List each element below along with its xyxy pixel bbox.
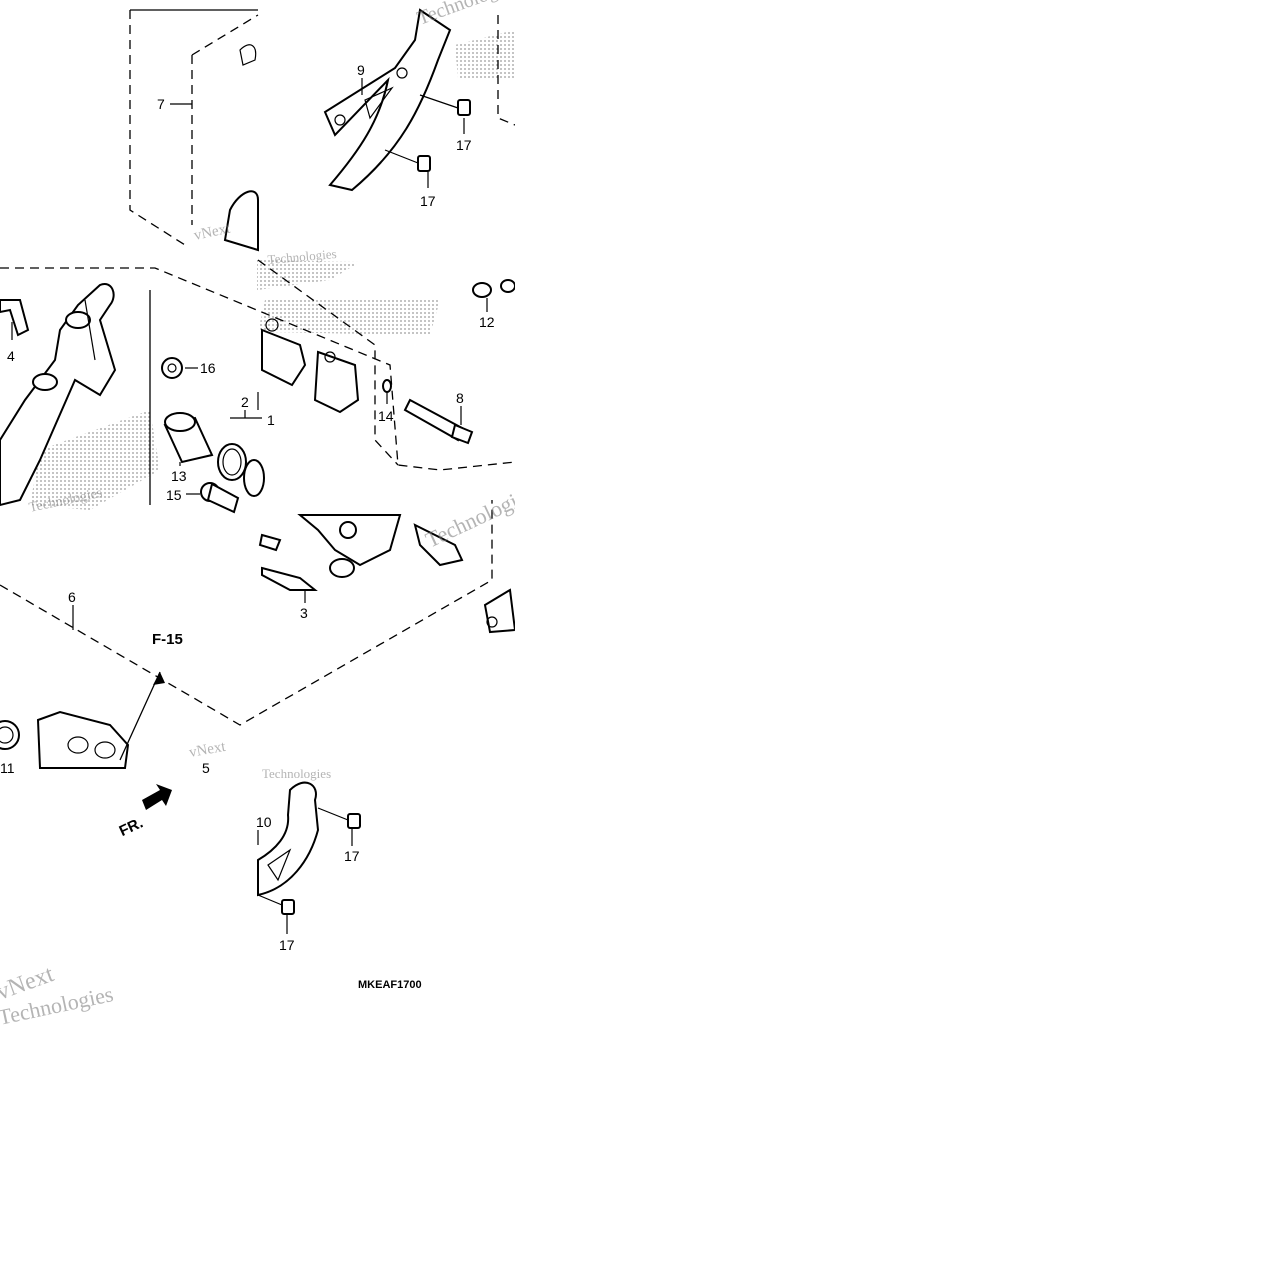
part-16-boot bbox=[161, 357, 183, 379]
part-15-pin bbox=[200, 482, 240, 514]
caliper-bracket bbox=[0, 283, 117, 507]
callout-15: 15 bbox=[166, 487, 182, 503]
watermark-line2: Technologies bbox=[267, 246, 337, 267]
front-label: FR. bbox=[117, 814, 146, 840]
callout-9: 9 bbox=[357, 62, 365, 78]
callout-17-lower-b: 17 bbox=[279, 937, 295, 953]
callout-2: 2 bbox=[241, 394, 249, 410]
caliper-body bbox=[258, 514, 464, 578]
callout-3: 3 bbox=[300, 605, 308, 621]
callout-13: 13 bbox=[171, 468, 187, 484]
part-11-seal bbox=[0, 720, 20, 750]
front-direction-arrow bbox=[142, 784, 172, 810]
callout-4: 4 bbox=[7, 348, 15, 364]
callout-14: 14 bbox=[378, 408, 394, 424]
bolt-17-mid bbox=[384, 149, 431, 172]
callout-8: 8 bbox=[456, 390, 464, 406]
watermark-line5: Technologies bbox=[422, 480, 539, 552]
part-2-seal bbox=[217, 443, 265, 497]
diagram-code: MKEAF1700 bbox=[358, 979, 422, 991]
part-3-pad-spring bbox=[261, 566, 318, 591]
leader-lines bbox=[11, 78, 488, 934]
dotted-logo-left bbox=[30, 410, 160, 510]
callout-17-mid: 17 bbox=[420, 193, 436, 209]
part-1-brake-pads bbox=[261, 318, 360, 414]
dotted-logo-top bbox=[257, 30, 515, 335]
part-14-washer bbox=[382, 379, 392, 393]
part-8-pad-pin bbox=[403, 398, 474, 445]
part-5-caliper-assembly bbox=[36, 710, 130, 769]
caliper-fragment-right bbox=[483, 588, 515, 634]
ref-label-f15: F-15 bbox=[152, 631, 183, 648]
part-13-piston bbox=[163, 412, 214, 464]
watermark-line7: Technologies bbox=[262, 766, 331, 781]
part-10-guard bbox=[257, 781, 320, 897]
bolt-17-lower-a bbox=[317, 807, 361, 829]
bolt-17-upper bbox=[419, 94, 471, 116]
callout-5: 5 bbox=[202, 760, 210, 776]
watermark-line3: Technologies bbox=[414, 0, 522, 30]
assembly-box-6 bbox=[0, 15, 515, 726]
watermark-line6: vNext bbox=[188, 739, 228, 761]
part-4-spring-clip bbox=[0, 299, 30, 337]
callout-11: 11 bbox=[0, 760, 15, 776]
callout-10: 10 bbox=[256, 814, 272, 830]
part-9-disc-guard bbox=[323, 8, 452, 192]
assembly-box-7 bbox=[129, 9, 259, 246]
watermark-line1: vNext bbox=[193, 220, 233, 243]
part-12-bleeder-caps bbox=[472, 279, 515, 298]
ref-arrow bbox=[119, 671, 165, 761]
callout-16: 16 bbox=[200, 360, 216, 376]
callout-labels: 7 9 17 17 4 16 2 1 14 8 12 13 15 3 6 11 … bbox=[0, 62, 495, 953]
callout-1: 1 bbox=[267, 412, 275, 428]
callout-17-lower-a: 17 bbox=[344, 848, 360, 864]
callout-6: 6 bbox=[68, 589, 76, 605]
callout-17-top: 17 bbox=[456, 137, 472, 153]
callout-7: 7 bbox=[157, 96, 165, 112]
part-7-sketch bbox=[223, 44, 259, 252]
bolt-17-lower-b bbox=[257, 894, 295, 915]
callout-12: 12 bbox=[479, 314, 495, 330]
